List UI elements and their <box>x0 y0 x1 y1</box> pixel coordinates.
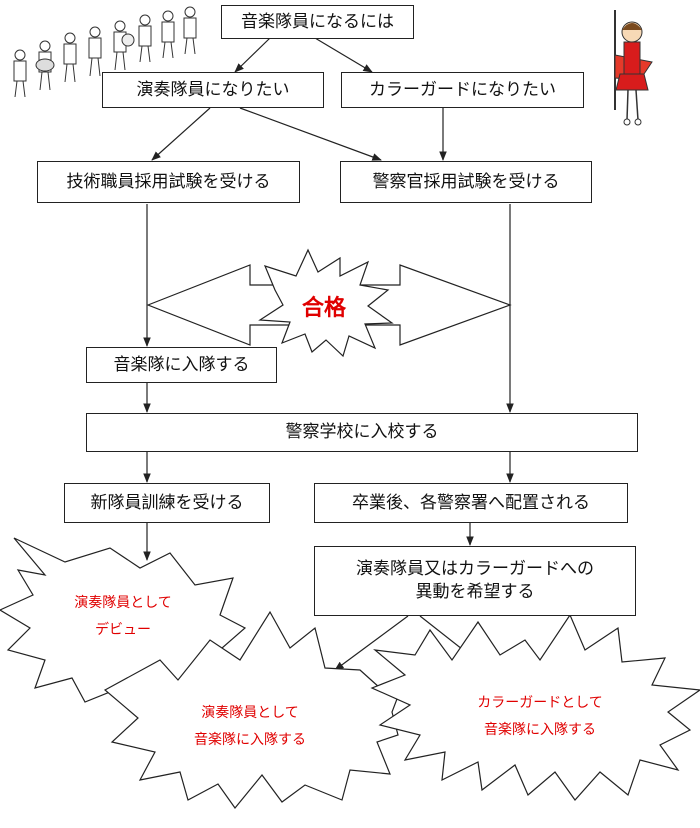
guard-result-line1: カラーガードとして <box>477 695 603 711</box>
marching-band-illustration <box>13 6 197 98</box>
burst-band <box>103 610 407 809</box>
police-school-box: 警察学校に入校する <box>86 413 638 452</box>
technical-exam-box: 技術職員採用試験を受ける <box>37 161 300 203</box>
police-exam-text: 警察官採用試験を受ける <box>372 171 560 192</box>
training-box: 新隊員訓練を受ける <box>64 483 270 523</box>
arrow-title-to-guard <box>314 37 373 73</box>
transfer-text-line2: 異動を希望する <box>415 582 535 602</box>
technical-exam-text: 技術職員採用試験を受ける <box>66 171 271 192</box>
title-text: 音楽隊員になるには <box>241 11 394 32</box>
guard-wish-text: カラーガードになりたい <box>369 79 556 100</box>
band-result-line1: 演奏隊員として <box>201 705 299 721</box>
join-band-box: 音楽隊に入隊する <box>86 347 277 383</box>
police-exam-box: 警察官採用試験を受ける <box>340 161 592 203</box>
training-text: 新隊員訓練を受ける <box>90 492 244 513</box>
assignment-text: 卒業後、各警察署へ配置される <box>352 492 590 513</box>
band-member-7 <box>161 10 175 59</box>
burst-guard <box>370 613 700 801</box>
band-result-label: 演奏隊員として 音楽隊に入隊する <box>160 700 340 753</box>
band-result-line2: 音楽隊に入隊する <box>194 731 306 748</box>
arrow-band-to-police <box>239 107 382 161</box>
guard-result-label: カラーガードとして 音楽隊に入隊する <box>450 690 630 743</box>
band-member-3 <box>63 32 77 83</box>
join-band-text: 音楽隊に入隊する <box>113 354 250 375</box>
band-member-6 <box>138 14 152 63</box>
police-school-text: 警察学校に入校する <box>285 422 439 443</box>
assignment-box: 卒業後、各警察署へ配置される <box>314 483 628 523</box>
guard-wish-box: カラーガードになりたい <box>341 72 584 108</box>
band-member-1 <box>13 49 27 98</box>
band-member-5 <box>113 20 135 71</box>
arrow-title-to-band <box>234 37 271 73</box>
color-guard-illustration <box>614 10 653 126</box>
arrow-band-to-technical <box>151 107 211 161</box>
arrow-transfer-to-band <box>334 615 409 671</box>
title-box: 音楽隊員になるには <box>221 5 414 39</box>
transfer-text-line1: 演奏隊員又はカラーガードへの <box>356 559 594 580</box>
band-member-8 <box>183 6 197 55</box>
debut-line2: デビュー <box>95 621 151 638</box>
pass-starburst <box>258 248 394 358</box>
transfer-box: 演奏隊員又はカラーガードへの 異動を希望する <box>314 546 636 616</box>
debut-line1: 演奏隊員として <box>74 595 172 611</box>
band-member-2 <box>35 40 55 91</box>
band-member-4 <box>88 26 102 77</box>
guard-result-line2: 音楽隊に入隊する <box>484 721 596 738</box>
band-wish-box: 演奏隊員になりたい <box>102 72 324 108</box>
band-wish-text: 演奏隊員になりたい <box>136 79 290 100</box>
pass-label: 合格 <box>302 296 347 321</box>
debut-result-label: 演奏隊員として デビュー <box>58 590 188 643</box>
